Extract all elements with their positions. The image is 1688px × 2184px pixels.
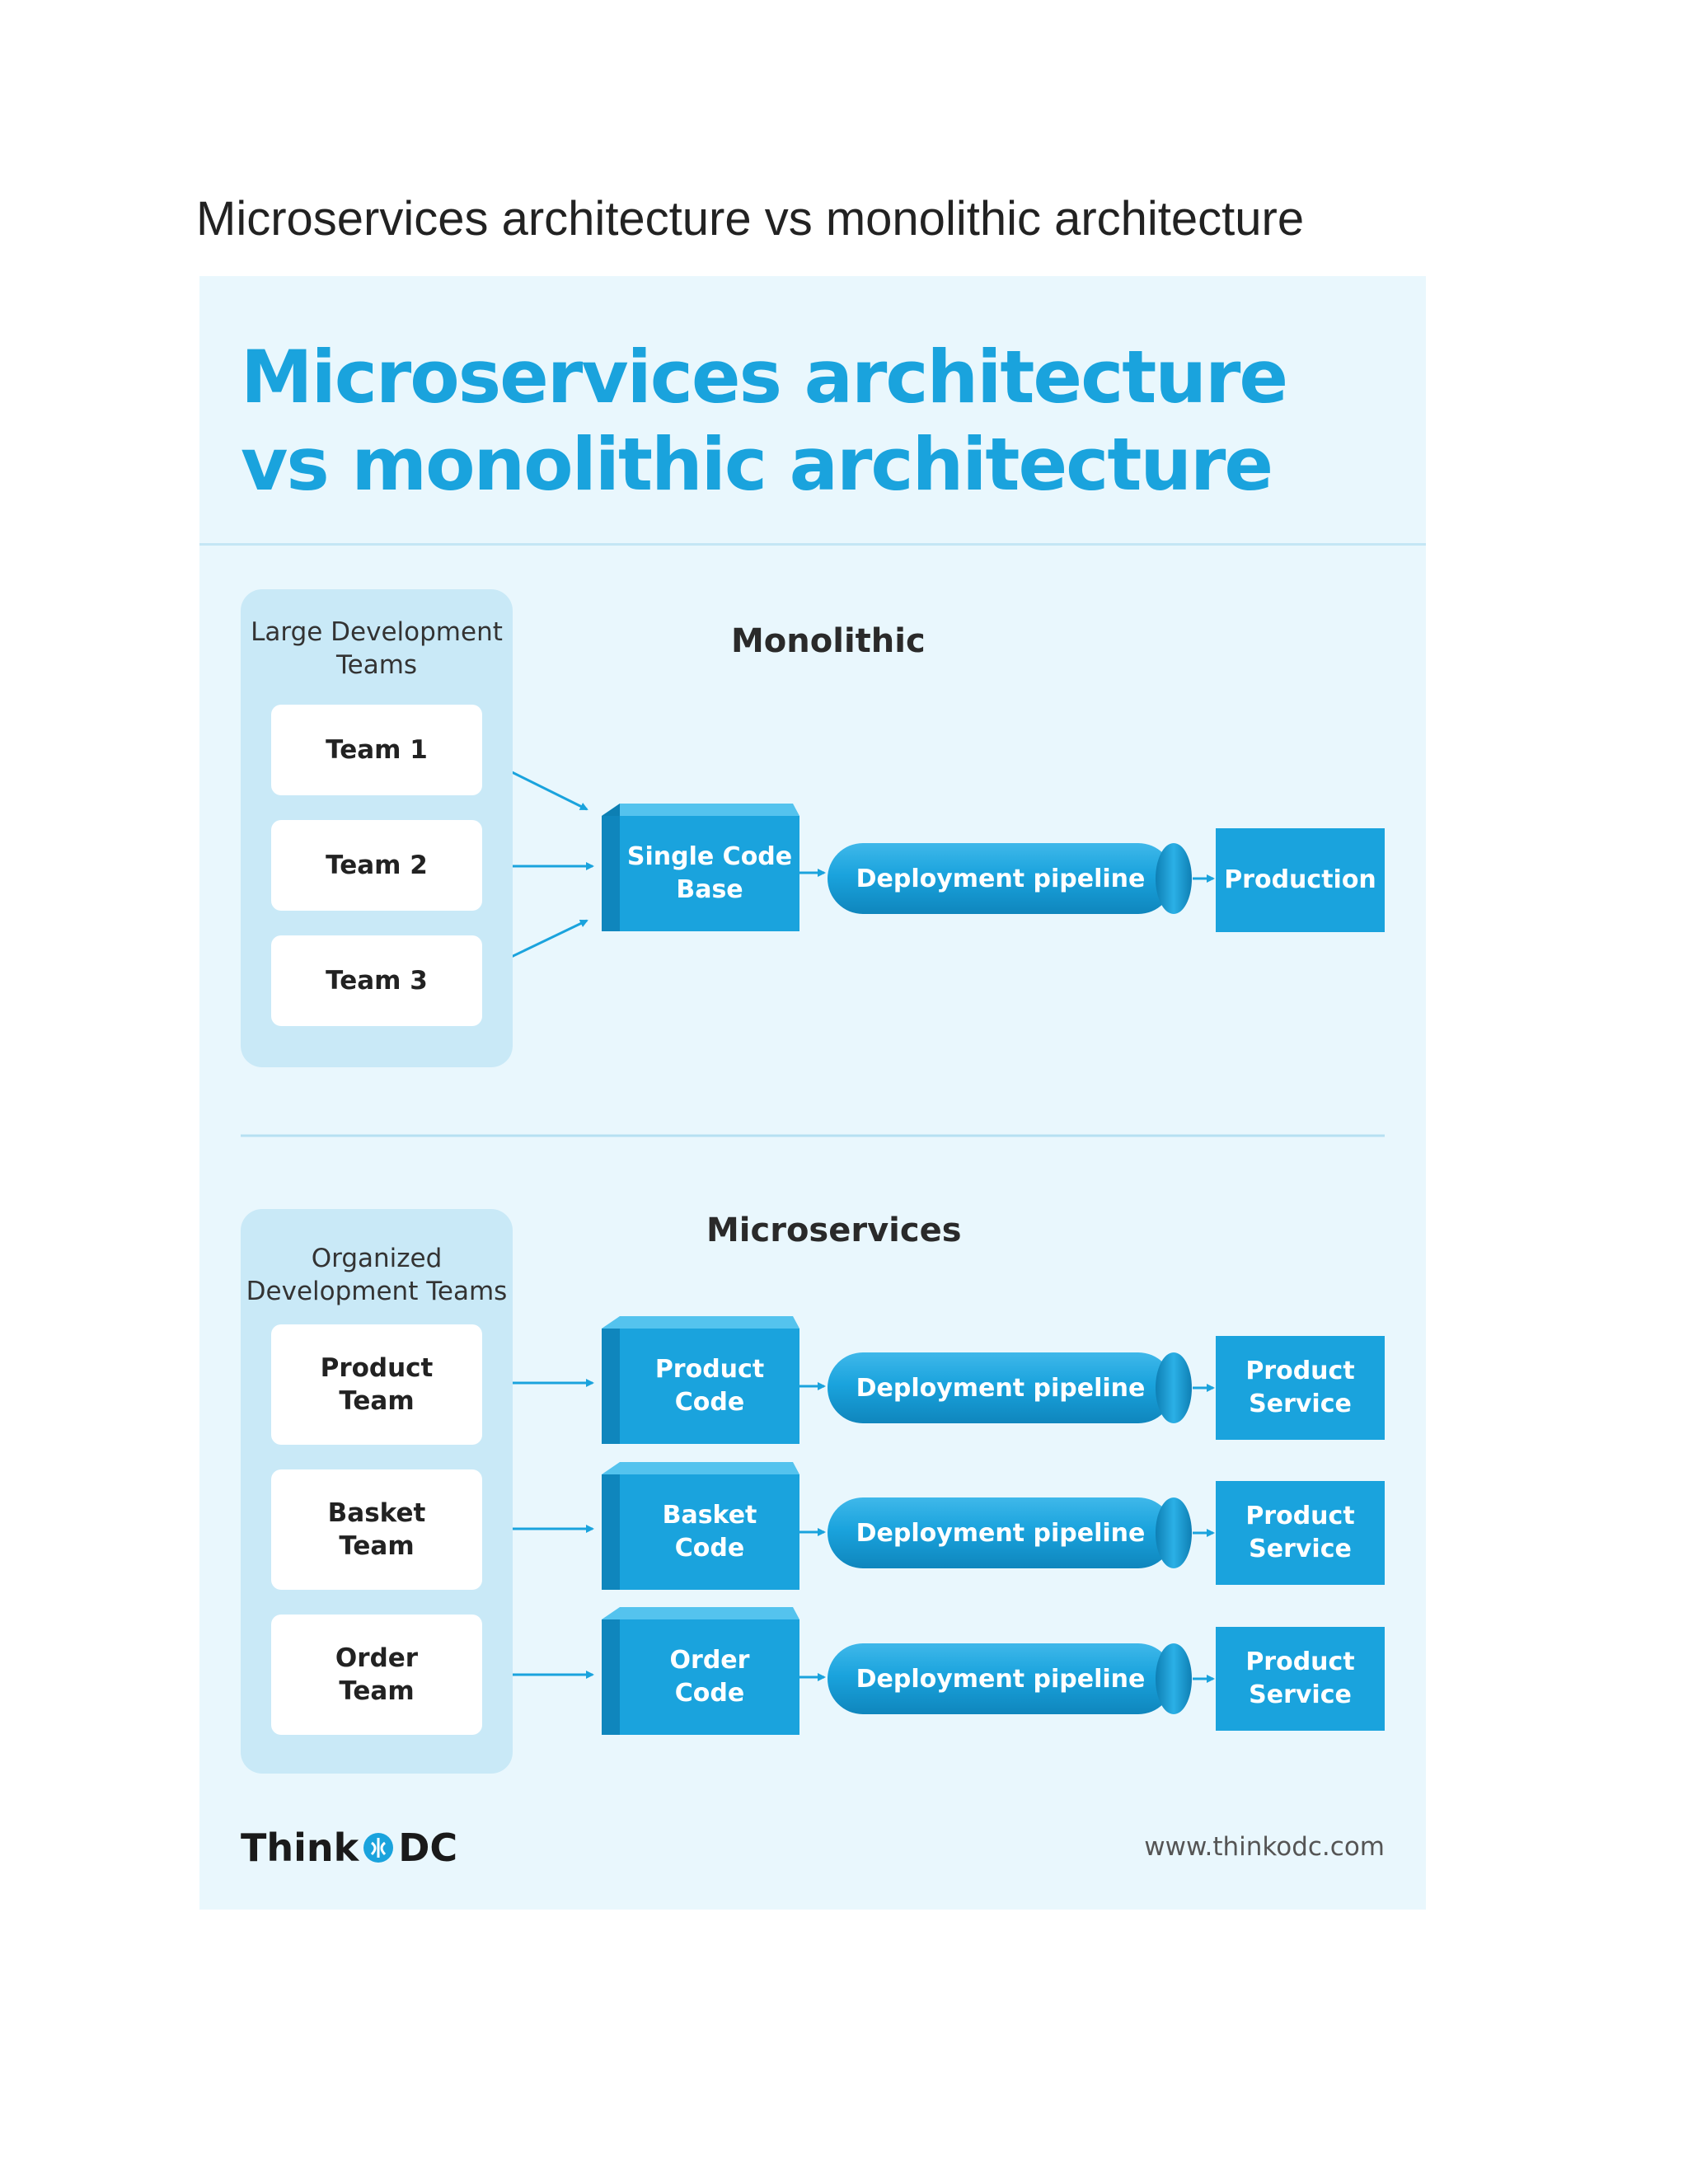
- product-service-box-1: Product Service: [1216, 1336, 1385, 1440]
- team-1-box: Team 1: [271, 705, 482, 795]
- pipeline-cylinder-mono: [828, 843, 1192, 914]
- mono-panel-label: Large Development Teams: [251, 617, 503, 680]
- micro-team-panel: Organized Development Teams Product Team…: [241, 1209, 513, 1774]
- thinkodc-logo: Think DC: [241, 1825, 457, 1870]
- order-team-box: Order Team: [271, 1615, 482, 1735]
- product-code-label: Product Code: [654, 1355, 765, 1417]
- product-pipeline-label: Deployment pipeline: [856, 1373, 1146, 1403]
- website-url: www.thinkodc.com: [1144, 1832, 1385, 1862]
- logo-text-think: Think: [241, 1825, 359, 1870]
- page-heading: Microservices architecture vs monolithic…: [196, 192, 1305, 246]
- team-3-box: Team 3: [271, 935, 482, 1026]
- team-2-box: Team 2: [271, 820, 482, 911]
- order-pipeline-label: Deployment pipeline: [856, 1664, 1146, 1694]
- micro-row-3-graphics: [484, 1607, 1215, 1735]
- infographic-card: Microservices architecture vs monolithic…: [199, 276, 1426, 1910]
- production-box: Production: [1216, 828, 1385, 932]
- basket-team-box: Basket Team: [271, 1469, 482, 1590]
- micro-row-1-graphics: [484, 1316, 1215, 1444]
- infographic-title: Microservices architecture vs monolithic…: [241, 335, 1288, 507]
- order-code-label: Order Code: [669, 1646, 750, 1708]
- logo-text-dc: DC: [398, 1825, 458, 1870]
- single-code-base-label: Single Code Base: [626, 842, 793, 904]
- mono-section-title: Monolithic: [731, 622, 926, 660]
- product-service-box-3: Product Service: [1216, 1627, 1385, 1731]
- mono-pipeline-label: Deployment pipeline: [856, 864, 1146, 893]
- code-cube-single-code-base: [602, 804, 799, 931]
- micro-section-title: Microservices: [706, 1212, 962, 1249]
- title-divider: [199, 543, 1426, 546]
- diagram-graphics: [241, 757, 1385, 1735]
- micro-panel-label: Organized Development Teams: [246, 1244, 508, 1306]
- product-service-box-2: Product Service: [1216, 1481, 1385, 1585]
- basket-pipeline-label: Deployment pipeline: [856, 1518, 1146, 1548]
- basket-code-label: Basket Code: [662, 1501, 757, 1563]
- micro-row-2-graphics: [484, 1462, 1215, 1590]
- product-team-box: Product Team: [271, 1324, 482, 1445]
- mono-team-panel: Large Development Teams Team 1 Team 2 Te…: [241, 589, 513, 1067]
- logo-o-icon: [363, 1833, 394, 1863]
